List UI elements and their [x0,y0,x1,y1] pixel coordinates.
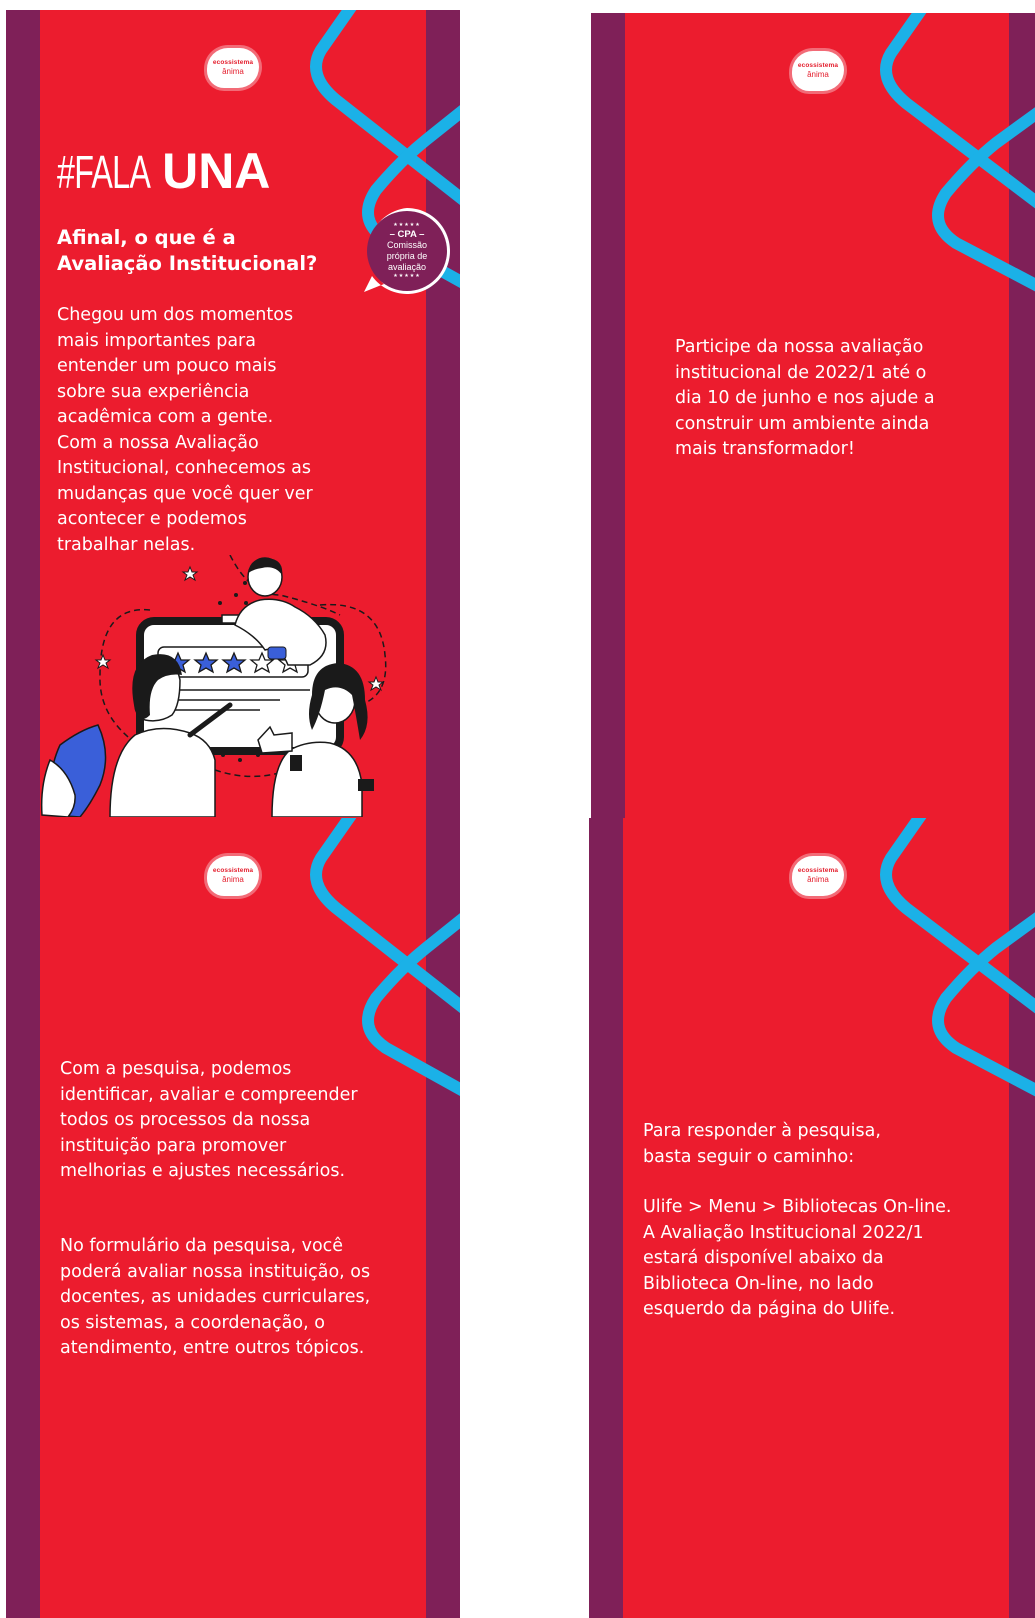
survey-rating-illustration [40,555,387,817]
badge-title: – CPA – [389,229,425,240]
rating-star-2 [193,651,219,674]
purple-band-left [589,818,623,1618]
badge-stars: ★★★★★ [393,222,421,228]
slide-panel-3 [6,818,460,1618]
purple-band-left [6,818,40,1618]
panel4-body-2: Ulife > Menu > Bibliotecas On-line. A Av… [643,1197,952,1319]
cyan-lines-decoration [310,818,460,1096]
panel2-body: Participe da nossa avaliação institucion… [675,337,935,459]
cyan-lines-decoration [880,818,1035,1097]
badge-stars-bottom: ★★★★★ [393,273,421,279]
purple-band-left [6,10,40,818]
panel3-body-2: No formulário da pesquisa, você poderá a… [60,1236,371,1358]
purple-band-left [591,13,625,818]
slide-panel-4 [589,818,1035,1618]
panel3-body-1: Com a pesquisa, podemos identificar, ava… [60,1059,358,1181]
cpa-badge: ★★★★★ – CPA – Comissão própria de avalia… [367,211,447,291]
slide-panel-2 [591,13,1035,818]
purple-band-right [426,10,460,818]
purple-band-right [1009,818,1035,1618]
panel1-body: Chegou um dos momentos mais importantes … [57,305,313,555]
panel4-body-1: Para responder à pesquisa, basta seguir … [643,1121,881,1167]
cyan-lines-decoration [880,13,1035,292]
badge-subtitle: Comissão própria de avaliação [386,240,428,272]
panel1-headline: Afinal, o que é a Avaliação Instituciona… [57,226,318,275]
rating-star-4 [249,651,275,674]
rating-star-3 [221,651,247,674]
purple-band-right [1009,13,1035,818]
purple-band-right [426,818,460,1618]
